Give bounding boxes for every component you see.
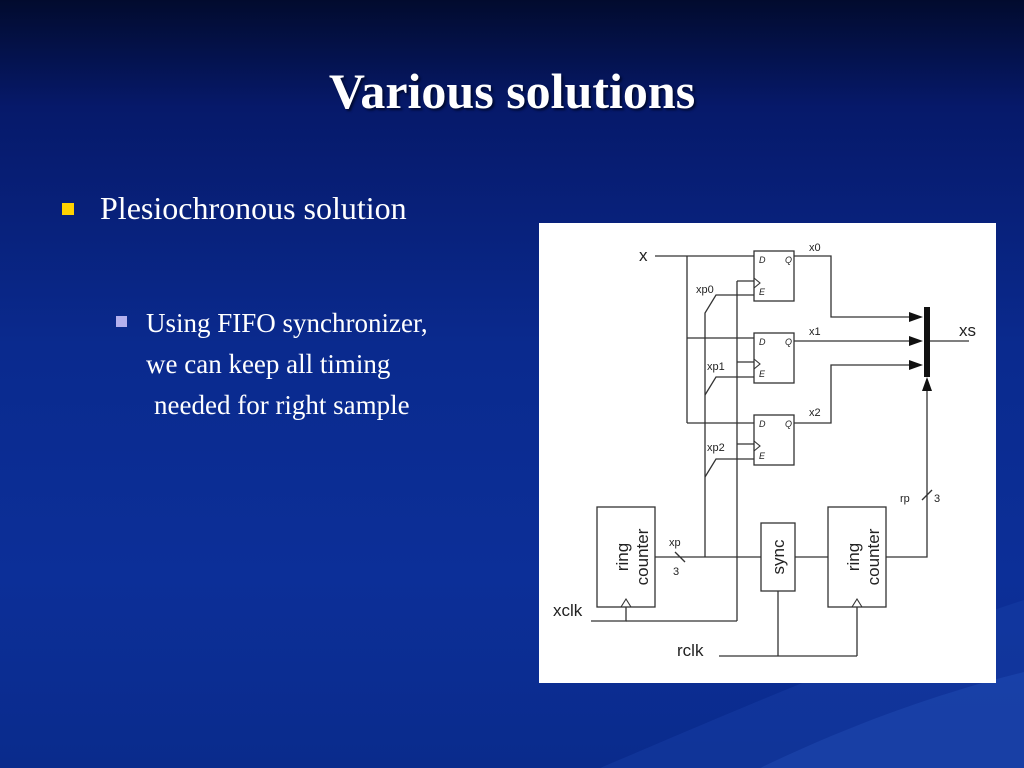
flip-flop-1: [753, 332, 795, 384]
bullet-plesiochronous: Plesiochronous solution: [62, 190, 407, 227]
svg-text:D: D: [759, 419, 766, 429]
svg-text:D: D: [759, 337, 766, 347]
bullet-text: Plesiochronous solution: [100, 190, 407, 226]
sub-bullet-line-3: needed for right sample: [154, 390, 410, 420]
read-counter-label: ringcounter: [844, 528, 883, 585]
fifo-synchronizer-diagram: D Q E D Q E D Q E x0 x1 x2 xp0 xp1 xp2 x…: [539, 223, 996, 683]
svg-text:E: E: [759, 451, 766, 461]
label-rclk: rclk: [677, 641, 704, 660]
label-rp-width: 3: [934, 493, 940, 505]
svg-text:D: D: [759, 255, 766, 265]
write-ring-counter: [596, 506, 656, 608]
svg-text:Q: Q: [785, 419, 792, 429]
svg-text:E: E: [759, 369, 766, 379]
diagram-svg: D Q E D Q E D Q E x0 x1 x2 xp0 xp1 xp2 x…: [553, 242, 976, 660]
sub-bullet-line-2: we can keep all timing: [146, 349, 391, 379]
sub-bullet-line-1: Using FIFO synchronizer,: [146, 308, 428, 338]
label-xp1: xp1: [707, 361, 725, 373]
flip-flop-0: [753, 250, 795, 302]
label-x2: x2: [809, 407, 821, 419]
sub-bullet-square-icon: [116, 316, 127, 327]
label-xp0: xp0: [696, 284, 714, 296]
multiplexer: [924, 307, 930, 377]
label-xp-width: 3: [673, 566, 679, 578]
flip-flop-2: [753, 414, 795, 466]
label-x-input: x: [639, 246, 648, 265]
svg-text:Q: Q: [785, 337, 792, 347]
label-x1: x1: [809, 326, 821, 338]
bullet-square-icon: [62, 202, 74, 215]
label-xp: xp: [669, 537, 681, 549]
label-x0: x0: [809, 242, 821, 254]
svg-text:Q: Q: [785, 255, 792, 265]
sync-label: sync: [769, 539, 788, 574]
slide-title: Various solutions: [328, 63, 696, 119]
write-counter-label: ringcounter: [613, 528, 652, 585]
svg-text:E: E: [759, 287, 766, 297]
label-xs-output: xs: [959, 321, 976, 340]
label-xclk: xclk: [553, 601, 583, 620]
label-rp: rp: [900, 493, 910, 505]
label-xp2: xp2: [707, 442, 725, 454]
